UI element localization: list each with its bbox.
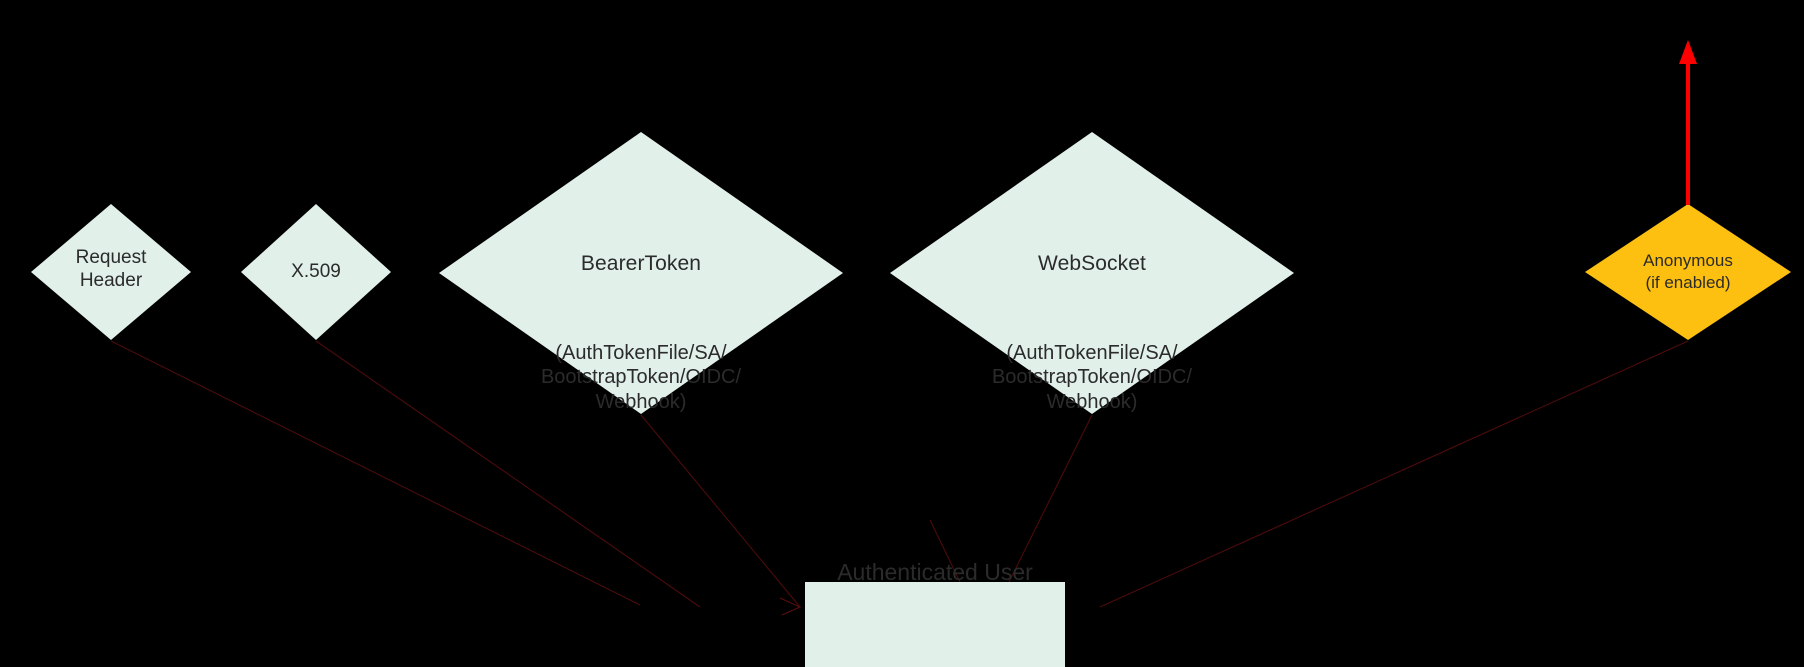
node-shape-request-header[interactable] <box>31 204 191 340</box>
connector-anonymous <box>1099 340 1689 608</box>
connector-x509 <box>315 340 701 608</box>
node-shape-x509[interactable] <box>241 204 391 340</box>
node-shape-bearer-token[interactable] <box>439 132 843 414</box>
arrow-head-icon <box>1679 40 1697 64</box>
connector-lines <box>110 340 1689 608</box>
arrowhead-left-in <box>779 597 802 616</box>
connector-box-top <box>929 519 961 583</box>
node-shape-websocket[interactable] <box>890 132 1294 414</box>
node-shape-authenticated-user[interactable] <box>805 582 1065 667</box>
connector-websocket <box>999 414 1093 601</box>
connector-request-header <box>110 340 641 606</box>
anonymous-out-arrow <box>1679 40 1697 205</box>
connector-bearer-token <box>640 414 801 608</box>
node-shape-anonymous[interactable] <box>1585 204 1791 340</box>
